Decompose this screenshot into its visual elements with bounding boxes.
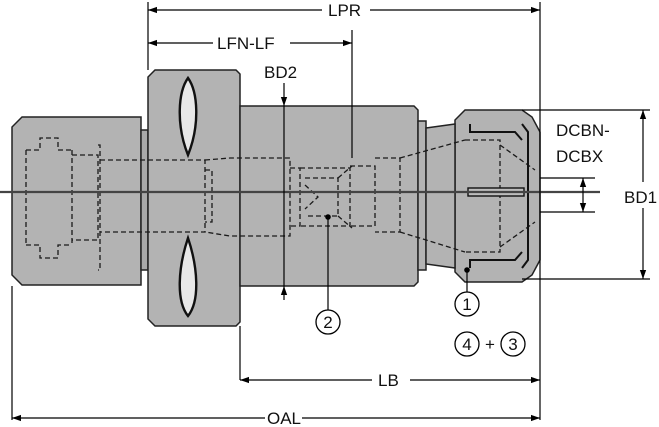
callout-circle-1 <box>454 291 480 317</box>
label-lfn-lf: LFN-LF <box>217 34 275 53</box>
callout-2: 2 <box>323 313 332 332</box>
callout-plus: + <box>485 335 495 354</box>
main-body <box>239 105 419 287</box>
callout-circle-2 <box>315 309 341 335</box>
callout-leaders <box>325 214 470 310</box>
callout-numbers: 2 1 4 + 3 <box>323 295 517 354</box>
dimension-labels: LPR LFN-LF BD2 DCBN- DCBX BD1 LB OAL <box>213 0 659 427</box>
holder-body <box>11 69 541 327</box>
callout-balloons <box>315 291 526 357</box>
callout-1: 1 <box>462 295 471 314</box>
hidden-lines <box>25 137 536 271</box>
callout-circle-3 <box>500 331 526 357</box>
label-bd2: BD2 <box>264 63 297 82</box>
flange-collar <box>140 129 149 271</box>
drive-slot-top <box>178 75 198 159</box>
callout-4: 4 <box>462 335 471 354</box>
label-bd1: BD1 <box>624 188 657 207</box>
drive-slot-bottom <box>178 234 198 318</box>
nut-neck <box>425 123 456 269</box>
label-dcbn: DCBN- <box>556 121 610 140</box>
dimensions <box>11 2 650 422</box>
label-oal: OAL <box>267 409 301 427</box>
neck-step <box>417 120 427 271</box>
label-lpr: LPR <box>328 1 361 20</box>
label-lb: LB <box>378 371 399 390</box>
drive-slots <box>178 75 198 318</box>
callout-3: 3 <box>508 335 517 354</box>
flange <box>147 69 241 327</box>
label-dcbx: DCBX <box>556 147 603 166</box>
callout-circle-4 <box>454 331 480 357</box>
taper-shank <box>11 116 142 286</box>
